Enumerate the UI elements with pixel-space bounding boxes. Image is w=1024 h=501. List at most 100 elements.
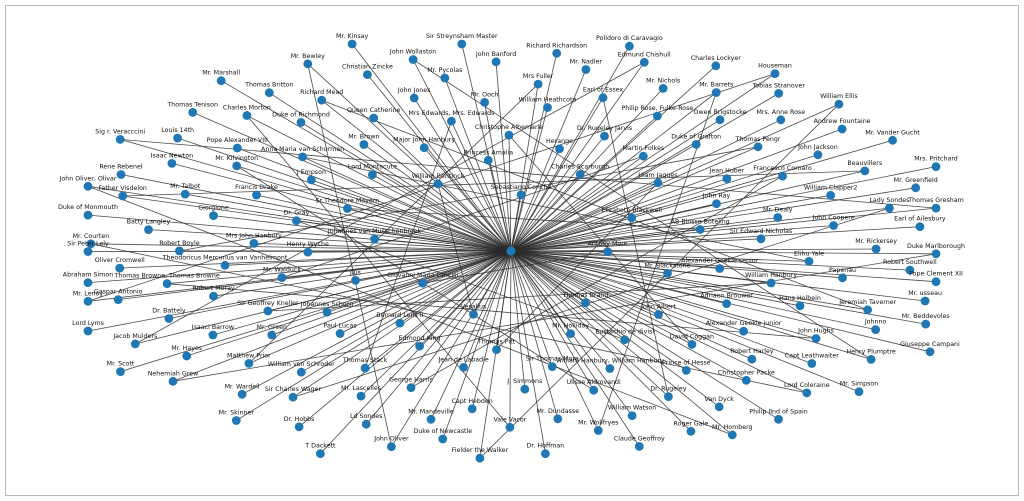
node-label: Mr. Marshall xyxy=(202,70,240,77)
node-label: Richard Richardson xyxy=(526,42,587,49)
hub-edge xyxy=(510,207,937,252)
node-label: Mr. Greenfield xyxy=(894,177,938,184)
graph-node xyxy=(566,329,575,338)
node-label: T Dackett xyxy=(304,443,336,450)
node-label: Mr. Nadler xyxy=(570,59,603,66)
graph-node xyxy=(552,48,562,58)
graph-node xyxy=(664,392,673,401)
graph-node xyxy=(722,174,732,184)
hub-edge xyxy=(172,250,512,382)
graph-node xyxy=(829,221,838,230)
hub-edge xyxy=(510,250,669,397)
hub-edge xyxy=(510,250,553,367)
hub-edge xyxy=(510,139,893,252)
graph-node xyxy=(144,225,153,235)
node-label: Eustachio de divisi xyxy=(595,329,654,336)
node-label: Thomas Brand xyxy=(562,292,609,299)
node-label: Mrs Fuller xyxy=(523,73,554,80)
graph-node xyxy=(237,389,247,399)
hub-edge xyxy=(87,250,512,252)
graph-node xyxy=(654,310,663,319)
graph-node xyxy=(115,135,125,144)
graph-node xyxy=(208,330,218,340)
graph-node xyxy=(553,414,563,424)
node-label: Mr. Vander Gucht xyxy=(865,129,920,136)
hub-edge xyxy=(510,250,611,369)
side-edge xyxy=(120,139,937,209)
hub-edge xyxy=(120,250,512,372)
side-edge xyxy=(122,170,865,197)
graph-node xyxy=(603,247,612,256)
node-label: Mr. Skinner xyxy=(219,410,255,417)
graph-node xyxy=(774,414,783,424)
graph-node xyxy=(581,65,591,74)
graph-node xyxy=(303,247,313,257)
hub-edge xyxy=(510,250,546,454)
graph-node xyxy=(188,108,198,117)
graph-node xyxy=(911,183,921,193)
hub-node xyxy=(506,246,516,256)
side-edge xyxy=(172,253,937,382)
graph-node xyxy=(113,295,123,304)
graph-node xyxy=(541,449,550,459)
node-label: Herange xyxy=(546,138,573,145)
node-label: Robert Moray xyxy=(192,285,235,292)
node-label: Louis 14th xyxy=(161,127,194,134)
graph-node xyxy=(370,234,379,244)
hub-edge xyxy=(510,170,865,252)
hub-edge xyxy=(372,174,512,252)
node-label: Rene Rebenel xyxy=(99,164,143,171)
hub-edge xyxy=(510,250,807,394)
graph-node xyxy=(516,190,526,200)
side-edge xyxy=(496,182,659,350)
node-label: Sir Charles Wager xyxy=(265,386,322,393)
graph-node xyxy=(294,422,304,432)
node-label: Sebastiano Concha xyxy=(491,184,552,191)
node-label: Dr. Rugeley xyxy=(650,386,686,393)
graph-node xyxy=(920,296,930,306)
node-label: Alexander Geekie junior xyxy=(706,320,782,327)
graph-node xyxy=(813,150,823,160)
graph-node xyxy=(520,384,530,394)
graph-node xyxy=(118,191,128,201)
node-label: Matthew Prior xyxy=(227,352,271,359)
graph-node xyxy=(598,93,608,103)
hub-edge xyxy=(253,243,512,252)
hub-edge xyxy=(495,61,512,252)
graph-node xyxy=(711,61,721,71)
node-label: Thomas Gresham xyxy=(907,197,963,204)
node-label: Mr. Ooch xyxy=(471,91,499,98)
graph-node xyxy=(263,306,273,316)
node-label: Henry Plumptre xyxy=(846,348,896,355)
hub-edge xyxy=(510,238,762,252)
node-label: Lord Lyms xyxy=(72,320,104,327)
graph-node xyxy=(267,330,277,340)
node-label: William Hanbury xyxy=(745,272,797,279)
node-label: Mr. Hayes xyxy=(171,345,202,352)
hub-edge xyxy=(510,97,604,252)
graph-node xyxy=(885,203,894,213)
hub-edge xyxy=(442,250,512,440)
hub-edge xyxy=(364,250,512,369)
graph-node xyxy=(581,298,590,308)
graph-node xyxy=(695,225,705,234)
graph-node xyxy=(770,69,780,78)
graph-node xyxy=(426,414,436,424)
graph-node xyxy=(322,307,332,317)
graph-node xyxy=(860,166,870,176)
graph-node xyxy=(871,244,881,254)
side-edge xyxy=(410,175,783,388)
node-label: Adriaen Brouwer xyxy=(700,293,753,300)
hub-edge xyxy=(510,250,640,447)
node-label: Duke of Grafton xyxy=(671,133,721,140)
graph-node xyxy=(871,325,880,334)
hub-edge xyxy=(510,250,693,345)
node-label: Mr. usseau xyxy=(908,290,942,297)
hub-edge xyxy=(311,179,512,252)
hub-edge xyxy=(246,115,512,252)
node-label: Jeremiah Taverner xyxy=(838,299,896,306)
graph-node xyxy=(469,309,478,319)
node-label: Robert Boyle xyxy=(159,240,200,247)
node-label: Sir Geoffrey Kneller xyxy=(237,300,299,307)
hub-edge xyxy=(410,250,512,388)
